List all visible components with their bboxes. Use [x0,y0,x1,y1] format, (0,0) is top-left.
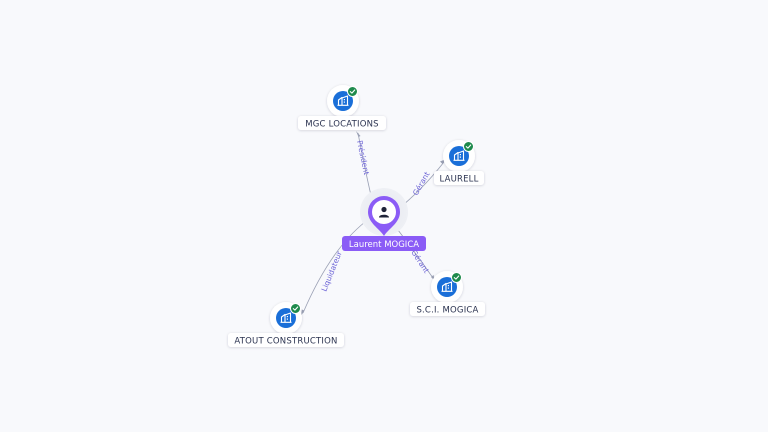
node-center-person[interactable]: Laurent MOGICA [342,188,426,251]
node-atout-construction[interactable]: ATOUT CONSTRUCTION [228,302,344,347]
verified-badge-icon [451,272,462,283]
building-icon [337,95,349,106]
building-icon [280,312,292,323]
edge-label-mgc-locations: Président [355,140,371,176]
company-name: MGC LOCATIONS [305,119,379,129]
node-label-box [410,302,485,316]
edge-label-sci-mogica: Gérant [409,248,431,275]
node-sci-mogica[interactable]: S.C.I. MOGICA [410,271,485,316]
company-name: LAURELL [439,174,478,184]
verified-badge-icon [463,141,474,152]
company-name: ATOUT CONSTRUCTION [234,336,337,346]
company-name: S.C.I. MOGICA [416,305,478,315]
building-icon [453,150,465,161]
edge-mgc-locations: Président [355,131,373,201]
building-icon [441,281,453,292]
node-label-box [298,116,386,130]
center-label-box [342,236,426,251]
node-label-box [434,171,484,185]
edge-label-atout-construction: Liquidateur [320,249,345,293]
node-mgc-locations[interactable]: MGC LOCATIONS [298,85,386,130]
person-name: Laurent MOGICA [349,240,419,250]
node-laurell[interactable]: LAURELL [434,140,484,185]
verified-badge-icon [347,86,358,97]
person-icon [379,206,389,218]
edge-label-laurell: Gérant [411,170,432,197]
verified-badge-icon [290,303,301,314]
node-label-box [228,333,344,347]
